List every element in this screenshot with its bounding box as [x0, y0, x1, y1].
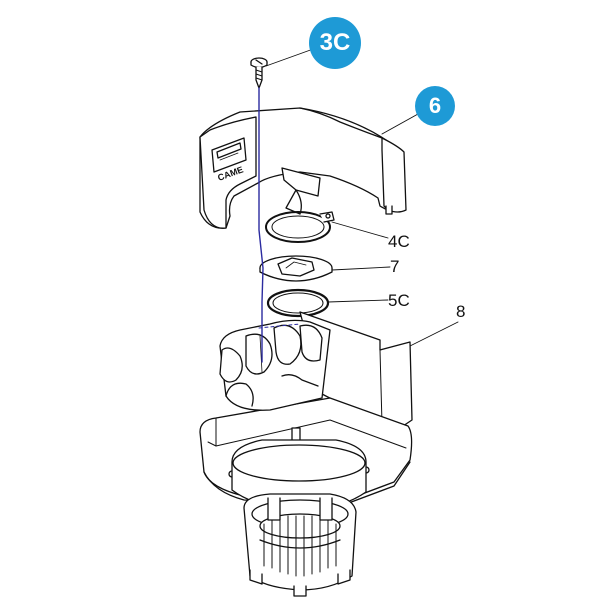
leader-7 [331, 266, 391, 271]
part-label-7: 7 [390, 257, 400, 276]
washer-7[interactable] [259, 255, 333, 282]
leader-5c [327, 299, 389, 303]
circlip-4c[interactable] [265, 211, 335, 243]
callout-badge-6[interactable]: 6 [415, 86, 455, 126]
part-label-4c: 4C [388, 232, 410, 251]
assembly-axis-line [258, 87, 264, 363]
part-label-8: 8 [456, 302, 466, 321]
leader-3c [265, 47, 317, 67]
axis-dash [258, 323, 301, 329]
part-label-5c: 5C [388, 291, 410, 310]
leader-8 [409, 321, 459, 347]
leader-4c [331, 221, 389, 239]
gear-body-8[interactable] [199, 311, 413, 597]
top-cover-6[interactable]: CAME [199, 107, 407, 229]
callout-badge-3c[interactable]: 3C [309, 17, 361, 69]
screw-3c[interactable] [250, 57, 268, 89]
ring-5c[interactable] [266, 288, 330, 318]
leader-6 [381, 113, 419, 135]
